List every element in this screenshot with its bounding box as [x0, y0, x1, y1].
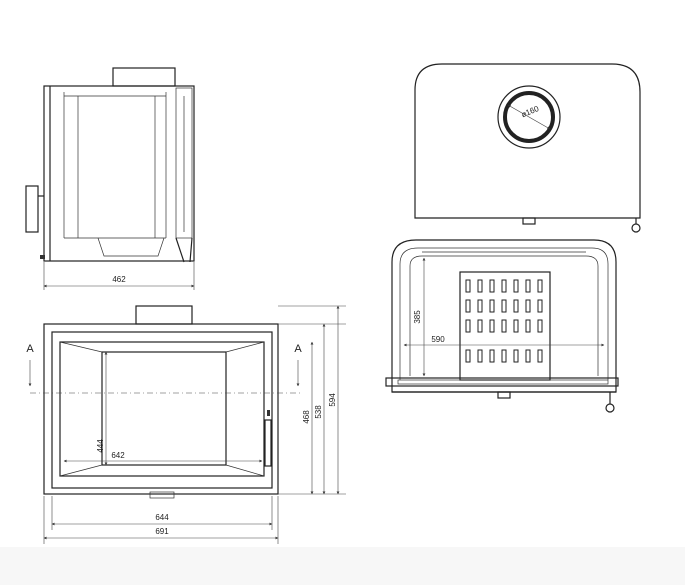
- section-glass: [397, 379, 609, 385]
- dim-468-label: 468: [302, 410, 311, 424]
- front-door-handle: [264, 419, 272, 467]
- side-convection-channel: [175, 87, 193, 239]
- grate-slot: [501, 319, 507, 333]
- dim-590-label: 590: [431, 335, 445, 344]
- side-foot-mark: [40, 255, 45, 259]
- side-flue-collar: [112, 67, 176, 87]
- front-flue-collar: [135, 305, 193, 325]
- grate-slot: [465, 319, 471, 333]
- grate-slot: [465, 349, 471, 363]
- grate-slot: [465, 279, 471, 293]
- section-view: 385 590: [385, 239, 619, 413]
- front-air-control: [149, 491, 175, 499]
- dim-385-label: 385: [413, 310, 422, 324]
- diameter-line: [507, 104, 551, 130]
- grate-slot: [477, 349, 483, 363]
- front-view: A A 444 642 644 691 468 538 594: [26, 305, 346, 544]
- grate-slot: [525, 299, 531, 313]
- dim-642-label: 642: [111, 451, 125, 460]
- glass-corner-bl: [59, 464, 103, 477]
- grate-slot: [525, 279, 531, 293]
- section-mark-right: A: [294, 343, 302, 355]
- grate-slot: [477, 299, 483, 313]
- side-view: 462: [25, 67, 195, 290]
- side-body-outline: [43, 85, 195, 262]
- grate-slot: [501, 279, 507, 293]
- grate-slot: [537, 299, 543, 313]
- section-inner-shell: [399, 247, 609, 380]
- grate-slot: [513, 299, 519, 313]
- top-view: ⌀160: [414, 63, 641, 233]
- grate-slot: [465, 299, 471, 313]
- top-knob: [631, 223, 641, 233]
- grate-slot: [537, 349, 543, 363]
- dim-462-label: 462: [112, 275, 126, 284]
- grate-slot: [477, 319, 483, 333]
- side-foot: [175, 237, 193, 263]
- section-front-frame: [385, 377, 619, 387]
- top-outline: [414, 63, 641, 219]
- dim-594-label: 594: [328, 393, 337, 407]
- handle-hinge-top: [267, 410, 270, 416]
- grate-slot: [537, 319, 543, 333]
- front-outer-frame: [43, 323, 279, 495]
- top-rear-mark: [522, 217, 536, 225]
- grate-slot: [477, 279, 483, 293]
- glass-corner-br: [225, 464, 265, 477]
- section-front-mark: [497, 391, 511, 399]
- grate-slot: [513, 279, 519, 293]
- section-firebox-wall: [409, 255, 599, 376]
- section-mark-left: A: [26, 343, 34, 355]
- flue-inner-ring: [503, 91, 555, 143]
- glass-corner-tl: [59, 341, 103, 353]
- grate-slot: [501, 299, 507, 313]
- front-glass-inner: [101, 351, 227, 466]
- dim-444-label: 444: [96, 439, 105, 453]
- glass-corner-tr: [225, 341, 265, 353]
- grate-slot: [489, 279, 495, 293]
- dim-538-label: 538: [314, 405, 323, 419]
- flue-outer-circle: [497, 85, 561, 149]
- grate-slot: [525, 349, 531, 363]
- dim-644-label: 644: [155, 513, 169, 522]
- grate-slot: [513, 319, 519, 333]
- grate-slots: [465, 279, 543, 363]
- grate-slot: [489, 299, 495, 313]
- grate-slot: [489, 319, 495, 333]
- front-glass-outer: [59, 341, 265, 477]
- side-ashpan: [97, 237, 165, 257]
- grate-slot: [525, 319, 531, 333]
- dim-691-label: 691: [155, 527, 169, 536]
- side-handle: [25, 185, 39, 233]
- grate-slot: [513, 349, 519, 363]
- grate-slot: [537, 279, 543, 293]
- diameter-label: ⌀160: [520, 104, 541, 119]
- bottom-band: [0, 547, 685, 585]
- section-outer-shell: [391, 239, 617, 393]
- grate-slot: [501, 349, 507, 363]
- grate-slot: [489, 349, 495, 363]
- front-door-frame: [51, 331, 273, 489]
- section-knob: [605, 403, 615, 413]
